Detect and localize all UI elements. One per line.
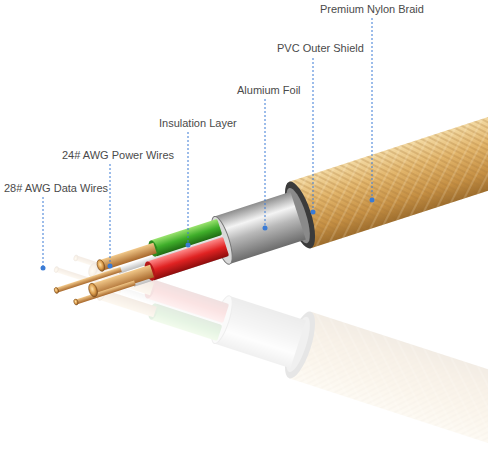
part-label: Premium Nylon Braid [320,3,424,15]
leader-dots [41,198,375,271]
part-label: 24# AWG Power Wires [62,149,174,161]
part-label: PVC Outer Shield [277,42,364,54]
part-label: Insulation Layer [159,117,237,129]
part-label: Alumium Foil [237,84,301,96]
leader-lines [43,18,372,268]
part-label: 28# AWG Data Wires [4,182,108,194]
